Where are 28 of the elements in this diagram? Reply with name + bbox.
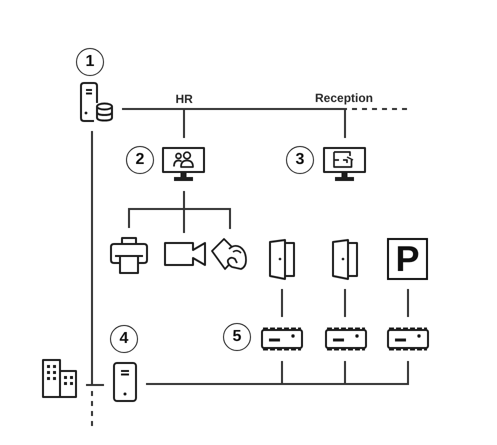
hand-card-icon [211,238,247,271]
printer-icon [110,237,148,274]
callout-number: 3 [286,146,314,174]
video-camera-icon [164,242,206,266]
door-icon [269,239,295,280]
callout-number: 2 [126,146,154,174]
edge-label: Reception [313,91,376,105]
callout-number: 5 [223,323,251,351]
callout-number: 4 [110,325,138,353]
monitor-icon [323,147,366,182]
connector-line [122,108,346,138]
connector-line [344,289,346,317]
callout-number: 1 [76,48,104,76]
buildings-icon [42,359,77,398]
controller-icon [260,326,304,352]
connector-line [91,131,104,386]
controller-icon [386,326,430,352]
server-database-icon [80,82,113,122]
connector-line [407,289,409,317]
connector-line [183,191,231,229]
connector-line [146,361,409,385]
controller-icon [324,326,368,352]
door-icon [332,239,358,280]
parking-sign: P [387,238,428,280]
edge-label: HR [174,92,195,106]
server-icon [113,362,137,402]
monitor-icon [162,147,205,182]
connector-line [281,289,283,317]
